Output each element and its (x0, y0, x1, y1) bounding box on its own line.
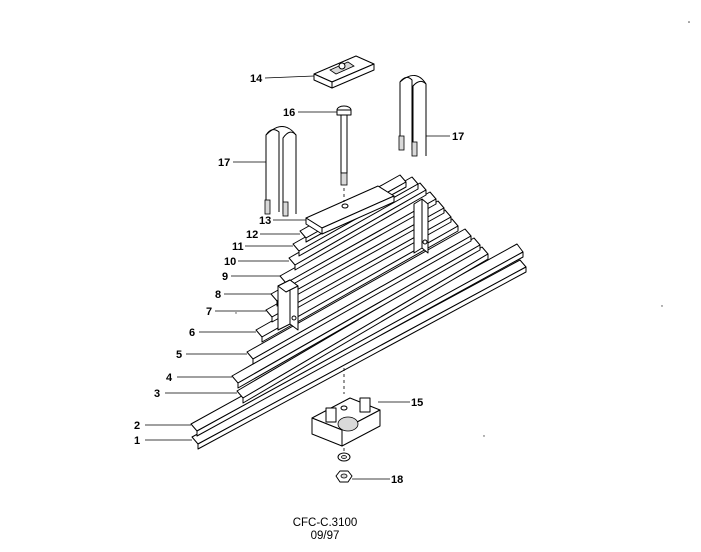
leaf-5 (246, 228, 472, 365)
callout-2: 2 (134, 420, 140, 432)
callout-13: 13 (259, 215, 271, 227)
callout-9: 9 (222, 271, 228, 283)
leaf-3 (236, 246, 489, 404)
spring-top-pad (313, 55, 375, 89)
callout-10: 10 (224, 256, 236, 268)
callout-5: 5 (176, 349, 182, 361)
centre-bolt (336, 105, 352, 202)
leaf-6 (255, 218, 459, 343)
leaf-13 (305, 185, 395, 235)
axle-seat (311, 368, 381, 456)
callout-11: 11 (232, 241, 244, 253)
callout-1: 1 (134, 435, 140, 447)
callout-18: 18 (391, 474, 403, 486)
rebound-clip-left (277, 279, 299, 331)
drawing-date: 09/97 (310, 530, 340, 542)
nut (335, 470, 353, 483)
leader-lines (145, 75, 450, 480)
leaf-8 (270, 200, 445, 307)
callout-15: 15 (411, 397, 423, 409)
callout-17-right: 17 (452, 131, 464, 143)
callout-12: 12 (246, 229, 258, 241)
callout-17-left: 17 (218, 157, 230, 169)
drawing-reference: CFC-C.3100 09/97 (280, 517, 370, 543)
callout-4: 4 (166, 372, 173, 384)
drawing-code: CFC-C.3100 (292, 517, 358, 529)
u-bolt-left (264, 126, 297, 217)
callout-16: 16 (283, 107, 295, 119)
callout-14: 14 (250, 73, 263, 85)
leaf-spring-stack (190, 174, 527, 450)
rebound-clip-right (413, 198, 429, 254)
callout-7: 7 (206, 306, 212, 318)
u-bolt-right (398, 75, 427, 157)
callout-3: 3 (154, 388, 160, 400)
washer (337, 452, 351, 462)
callout-6: 6 (189, 327, 195, 339)
scan-specks (235, 21, 690, 437)
callout-8: 8 (215, 289, 221, 301)
